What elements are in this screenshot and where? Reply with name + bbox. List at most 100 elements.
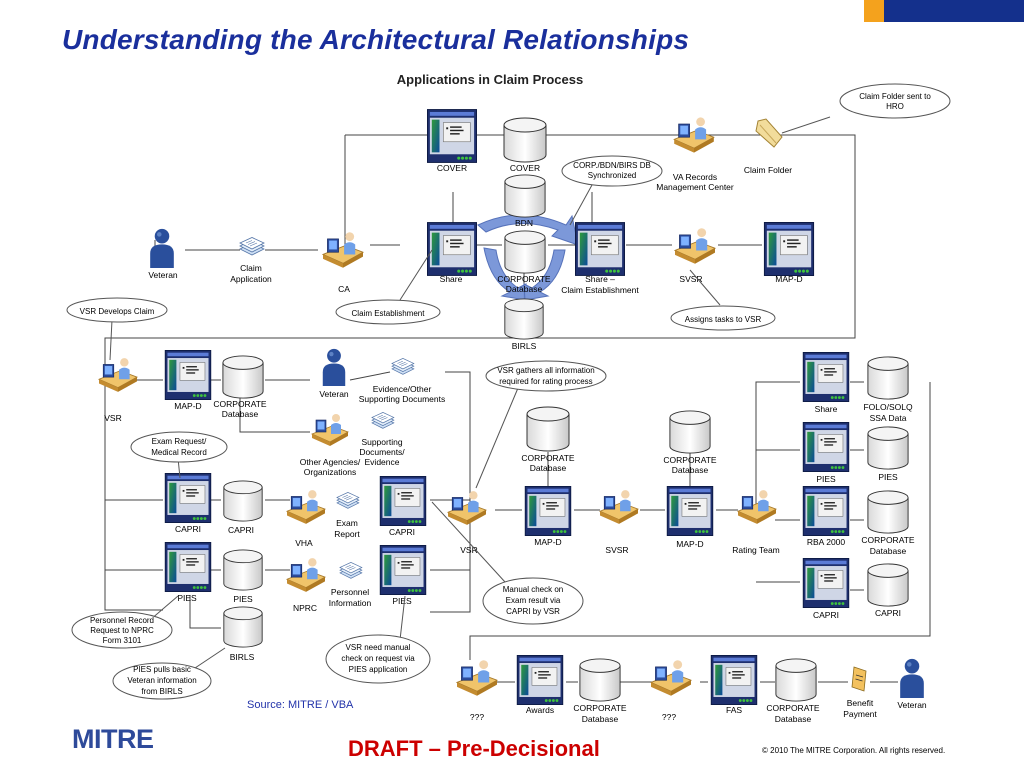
svg-text:???: ??? xyxy=(662,712,676,722)
svg-text:VSR: VSR xyxy=(104,413,121,423)
svg-text:MAP-D: MAP-D xyxy=(775,274,802,284)
svg-text:CORPORATE: CORPORATE xyxy=(766,703,820,713)
svg-text:SVSR: SVSR xyxy=(605,545,628,555)
svg-text:VHA: VHA xyxy=(295,538,313,548)
svg-text:CAPRI: CAPRI xyxy=(228,525,254,535)
share-app-icon xyxy=(427,222,477,276)
svg-text:RBA 2000: RBA 2000 xyxy=(807,537,846,547)
corporate-database-bottom2-icon xyxy=(775,658,817,702)
pies-middle-app-icon xyxy=(379,545,427,595)
svg-text:required for rating process: required for rating process xyxy=(499,377,592,386)
callout-vsr-manual-pies: VSR need manual check on request via PIE… xyxy=(325,595,431,684)
svg-text:Report: Report xyxy=(334,529,360,539)
svg-text:CA: CA xyxy=(338,284,350,294)
map-d-top-app-icon xyxy=(763,222,815,276)
svg-text:PIES application: PIES application xyxy=(349,665,408,674)
svg-text:Database: Database xyxy=(530,463,567,473)
svg-text:Claim Folder sent to: Claim Folder sent to xyxy=(859,92,931,101)
svg-text:Share: Share xyxy=(440,274,463,284)
fas-app-icon xyxy=(710,655,758,705)
svg-text:CAPRI by VSR: CAPRI by VSR xyxy=(506,607,560,616)
cover-app-icon xyxy=(427,109,477,163)
callout-pies-pulls: PIES pulls basic Veteran information fro… xyxy=(112,647,226,700)
svg-text:Benefit: Benefit xyxy=(847,698,874,708)
corporate-database-top-icon xyxy=(504,230,546,274)
svg-text:CORP./BDN/BIRS DB: CORP./BDN/BIRS DB xyxy=(573,161,651,170)
pies-left-app-icon xyxy=(164,542,212,592)
awards-app-icon xyxy=(516,655,564,705)
svg-text:CORPORATE: CORPORATE xyxy=(573,703,627,713)
svg-text:Claim Folder: Claim Folder xyxy=(744,165,792,175)
svg-text:Database: Database xyxy=(775,714,812,724)
svg-text:CORPORATE: CORPORATE xyxy=(497,274,551,284)
capri-left-app-icon xyxy=(164,473,212,523)
other-agencies-worker-icon xyxy=(311,413,349,447)
svg-text:CAPRI: CAPRI xyxy=(389,527,415,537)
svg-text:CAPRI: CAPRI xyxy=(175,524,201,534)
svg-text:CORPORATE: CORPORATE xyxy=(861,535,915,545)
corporate-database-middle1-icon xyxy=(526,406,570,452)
personnel-info-docs-icon xyxy=(339,562,363,579)
vha-worker-icon xyxy=(286,489,326,525)
svg-text:Management Center: Management Center xyxy=(656,182,734,192)
svg-text:Medical Record: Medical Record xyxy=(151,448,207,457)
svg-text:PIES: PIES xyxy=(392,596,412,606)
svg-text:Share –: Share – xyxy=(585,274,615,284)
svg-text:COVER: COVER xyxy=(437,163,467,173)
top-section: COVER COVER BDN VA Records Management Ce… xyxy=(148,109,815,351)
svg-text:Application: Application xyxy=(230,274,272,284)
svg-text:SSA Data: SSA Data xyxy=(870,413,907,423)
callout-corp-bdn-sync: CORP./BDN/BIRS DB Synchronized xyxy=(561,155,663,226)
svg-text:VSR Develops Claim: VSR Develops Claim xyxy=(80,307,155,316)
svsr-middle-worker-icon xyxy=(599,489,639,525)
folo-solq-database-icon xyxy=(867,356,909,400)
svg-text:Request to NPRC: Request to NPRC xyxy=(90,626,154,635)
svg-text:BDN: BDN xyxy=(515,218,533,228)
svg-text:Rating Team: Rating Team xyxy=(732,545,780,555)
claim-folder-icon xyxy=(755,118,783,148)
svg-text:VA Records: VA Records xyxy=(673,172,717,182)
svg-text:Veteran: Veteran xyxy=(148,270,178,280)
cover-database-icon xyxy=(503,117,547,163)
callout-assigns-tasks: Assigns tasks to VSR xyxy=(670,269,776,331)
svg-text:Payment: Payment xyxy=(843,709,877,719)
corner-orange-block xyxy=(864,0,884,22)
svg-text:Awards: Awards xyxy=(526,705,554,715)
corporate-database-middle2-icon xyxy=(669,410,711,454)
bdn-database-icon xyxy=(504,174,546,218)
nprc-worker-icon xyxy=(286,557,326,593)
svg-text:FAS: FAS xyxy=(726,705,742,715)
pies-right-database-icon xyxy=(867,426,909,470)
pies-left-database-icon xyxy=(223,549,263,591)
va-records-worker-icon xyxy=(673,116,715,154)
left-section: VSR MAP-D CORPORATE Database Veteran Evi… xyxy=(98,348,445,662)
svg-text:MAP-D: MAP-D xyxy=(534,537,561,547)
rba-2000-app-icon xyxy=(802,486,850,536)
svg-text:Documents/: Documents/ xyxy=(359,447,405,457)
map-d-middle2-app-icon xyxy=(666,486,714,536)
bottom-section: ??? Awards CORPORATE Database ??? FAS CO… xyxy=(456,655,927,724)
svg-text:Claim Establishment: Claim Establishment xyxy=(352,309,426,318)
exam-report-docs-icon xyxy=(336,492,360,509)
svg-text:Exam: Exam xyxy=(336,518,358,528)
callout-claim-folder-hro: Claim Folder sent to HRO xyxy=(781,83,951,134)
svg-text:SVSR: SVSR xyxy=(679,274,702,284)
svg-text:CORPORATE: CORPORATE xyxy=(521,453,575,463)
svg-text:FOLO/SOLQ: FOLO/SOLQ xyxy=(863,402,913,412)
svg-text:Form 3101: Form 3101 xyxy=(103,636,142,645)
svg-text:VSR gathers all information: VSR gathers all information xyxy=(497,366,594,375)
svg-text:Information: Information xyxy=(329,598,372,608)
svg-text:Veteran: Veteran xyxy=(319,389,349,399)
corner-navy-block xyxy=(884,0,1024,22)
svg-text:Evidence: Evidence xyxy=(365,457,400,467)
corporate-database-bottom1-icon xyxy=(579,658,621,702)
svg-text:NPRC: NPRC xyxy=(293,603,317,613)
svg-text:CORPORATE: CORPORATE xyxy=(213,399,267,409)
svg-text:MAP-D: MAP-D xyxy=(174,401,201,411)
share-claim-establishment-app-icon xyxy=(575,222,625,276)
svg-text:Database: Database xyxy=(672,465,709,475)
callout-personnel-record: Personnel Record Request to NPRC Form 31… xyxy=(71,595,179,649)
benefit-payment-icon xyxy=(851,666,867,692)
svg-text:CAPRI: CAPRI xyxy=(875,608,901,618)
